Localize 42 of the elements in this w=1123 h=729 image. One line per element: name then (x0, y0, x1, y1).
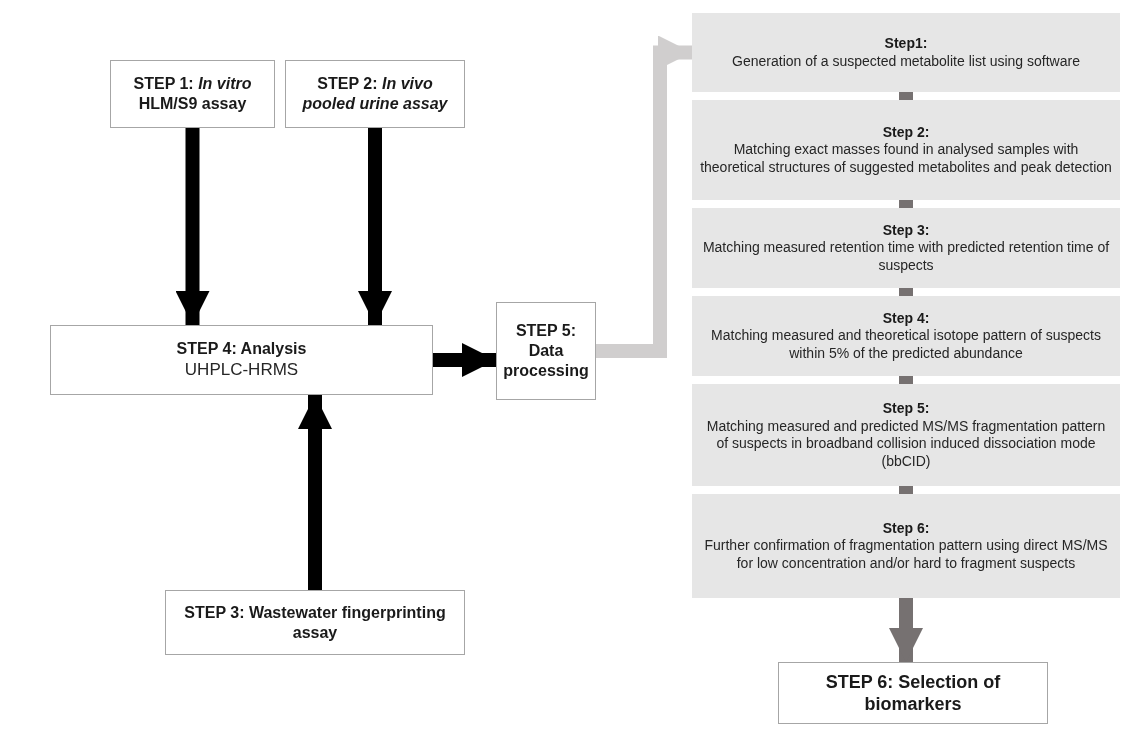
arrow (433, 343, 496, 377)
step-heading: STEP 1: In vitro HLM/S9 assay (132, 74, 253, 114)
step-heading: Step 6: (882, 519, 930, 538)
process-box (165, 590, 465, 655)
arrow (596, 35, 692, 358)
step-box (692, 384, 1120, 486)
connector-bar (899, 486, 913, 494)
step-heading: STEP 6: Selection of biomarkers (824, 670, 1002, 716)
step-description: Further confirmation of fragmentation pattern using direct MS/MS for low concentration and/or hard to fragment suspects (703, 537, 1109, 573)
step-description: Generation of a suspected metabolite list using software (732, 52, 1080, 70)
step-heading: Step 4: (882, 309, 930, 328)
step-box (692, 13, 1120, 92)
process-box (50, 325, 433, 395)
step-heading: Step 5: (882, 400, 930, 418)
process-box (496, 302, 596, 400)
connector-bar (899, 200, 913, 208)
step-description: Matching measured and predicted MS/MS fragmentation pattern of suspects in broadband collision induced dissociation mode (bbCID) (705, 417, 1107, 470)
arrow (298, 395, 332, 590)
connector-bar (899, 376, 913, 384)
step-box (692, 100, 1120, 200)
step-heading: STEP 2: In vivo pooled urine assay (301, 74, 449, 114)
step-heading: STEP 3: Wastewater fingerprinting assay (183, 602, 447, 643)
arrow (358, 128, 392, 325)
arrow (175, 128, 210, 325)
connector-bar (899, 288, 913, 296)
process-box (285, 60, 465, 128)
connector-bar (899, 92, 913, 100)
step-heading: Step1: (884, 35, 928, 53)
process-box (778, 662, 1048, 724)
step-heading: Step 2: (882, 123, 930, 142)
arrow (889, 598, 923, 662)
step-description: Matching measured and theoretical isotope pattern of suspects within 5% of the predicted abundance (710, 327, 1102, 363)
step-heading: STEP 4: Analysis (176, 339, 307, 360)
step-description: Matching exact masses found in analysed samples with theoretical structures of suggested metabolites and peak detection (700, 141, 1112, 177)
step-description: UHPLC-HRMS (184, 359, 299, 381)
step-box (692, 494, 1120, 598)
step-box (692, 296, 1120, 376)
process-box (110, 60, 275, 128)
step-heading: Step 3: (882, 221, 930, 240)
step-heading: STEP 5: Data processing (502, 321, 590, 381)
step-box (692, 208, 1120, 288)
step-description: Matching measured retention time with predicted retention time of suspects (701, 239, 1111, 275)
